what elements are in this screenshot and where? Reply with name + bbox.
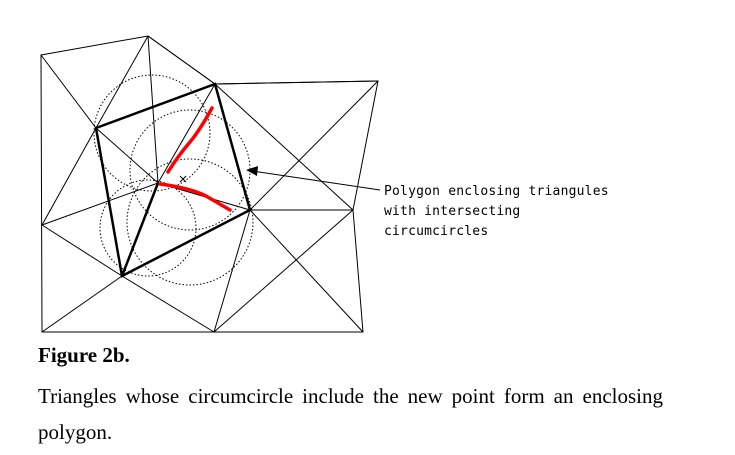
enclosing-polygon [94, 82, 252, 278]
triangulation-edges [40, 35, 379, 333]
annotation-line: with intersecting [384, 204, 521, 219]
annotation-label: Polygon enclosing triangules with inters… [384, 182, 609, 242]
triangulation-diagram [40, 35, 381, 333]
annotation-line: Polygon enclosing triangules [384, 184, 609, 199]
red-stroke-upper [166, 106, 214, 174]
red-stroke-lower [158, 182, 232, 212]
figure-caption: Triangles whose circumcircle include the… [38, 384, 663, 444]
new-point-marker [179, 175, 187, 183]
annotation-line: circumcircles [384, 224, 489, 239]
figure-title: Figure 2b. [38, 343, 130, 367]
annotation-arrow [246, 166, 381, 191]
enclosing-polygon-edge [120, 182, 160, 277]
